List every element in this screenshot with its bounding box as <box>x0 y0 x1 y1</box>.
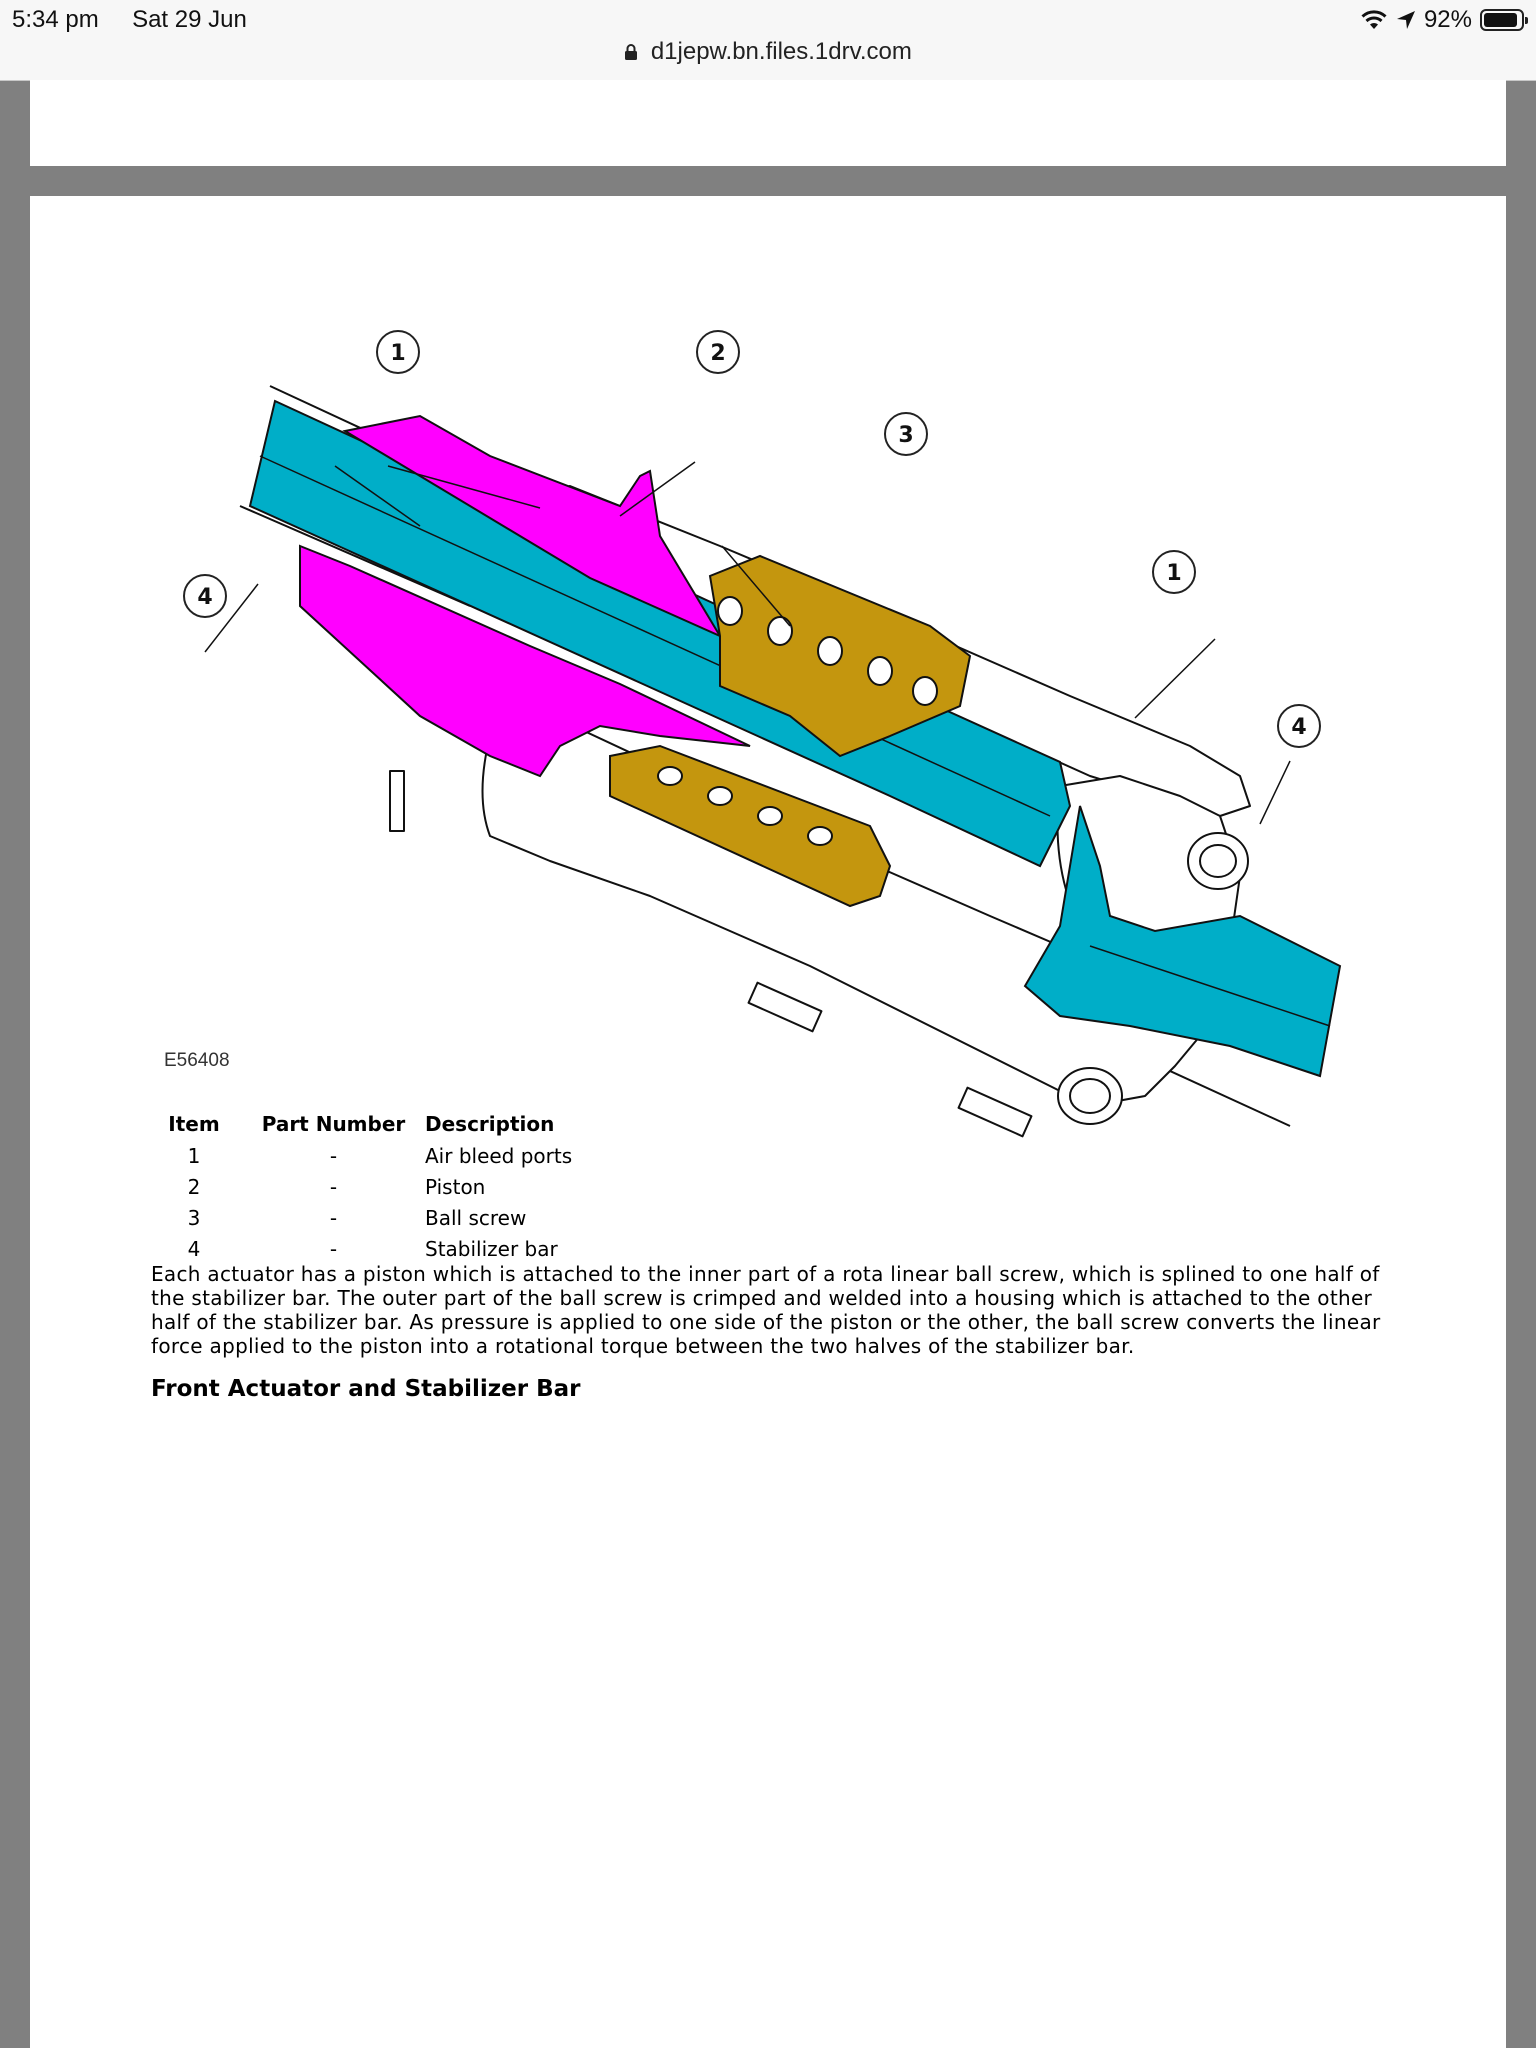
callout-label: 1 <box>390 341 405 366</box>
bolt-lower-head <box>1069 1078 1111 1114</box>
row-item: 3 <box>187 1205 201 1230</box>
parts-table-header: Item Part Number Description <box>146 1108 825 1140</box>
housing-slot <box>389 770 405 832</box>
callout-circle <box>376 330 420 374</box>
callout-label: 2 <box>710 341 725 366</box>
housing-slot <box>957 1086 1033 1138</box>
row-description: Piston <box>425 1174 486 1199</box>
callout-label: 4 <box>197 585 212 610</box>
status-clock: 5:34 pm <box>12 6 99 33</box>
table-row: 4 - Stabilizer bar <box>146 1233 825 1264</box>
row-item: 1 <box>187 1143 201 1168</box>
table-row: 1 - Air bleed ports <box>146 1140 825 1171</box>
actuator-cutaway-diagram <box>204 385 1342 1138</box>
row-description: Stabilizer bar <box>425 1236 558 1261</box>
callout-circle <box>1277 704 1321 748</box>
bolt-upper <box>1187 832 1249 890</box>
location-arrow-icon <box>1396 11 1415 29</box>
piston <box>342 414 723 639</box>
table-row: 3 - Ball screw <box>146 1202 825 1233</box>
battery-percent: 92% <box>1423 6 1472 33</box>
row-part-number: - <box>329 1174 338 1199</box>
status-indicators: 92% <box>1360 4 1528 36</box>
lock-icon <box>625 44 638 60</box>
stabilizer-bar-right <box>1023 805 1342 1078</box>
row-part-number: - <box>329 1143 338 1168</box>
header-description: Description <box>425 1112 555 1136</box>
previous-page <box>30 80 1506 166</box>
housing-slot <box>747 981 823 1033</box>
ball-screw-balls <box>657 596 938 846</box>
bolt-upper-head <box>1199 844 1237 878</box>
address-bar[interactable]: d1jepw.bn.files.1drv.com <box>0 38 1536 66</box>
callout-label: 1 <box>1166 561 1181 586</box>
row-description: Air bleed ports <box>425 1143 573 1168</box>
table-row: 2 - Piston <box>146 1171 825 1202</box>
callout-circle <box>183 574 227 618</box>
parts-table: Item Part Number Description 1 - Air ble… <box>146 1108 825 1264</box>
row-description: Ball screw <box>425 1205 527 1230</box>
bolt-lower <box>1057 1067 1123 1125</box>
callout-label: 3 <box>898 423 913 448</box>
description-paragraph: Each actuator has a piston which is atta… <box>151 1262 1381 1358</box>
status-time: 5:34 pm Sat 29 Jun <box>12 6 247 34</box>
header-part-number: Part Number <box>261 1112 406 1136</box>
wifi-icon <box>1361 10 1387 29</box>
section-heading: Front Actuator and Stabilizer Bar <box>151 1376 581 1402</box>
ball-screw-lower <box>609 744 892 908</box>
piston-lower <box>299 544 751 778</box>
status-date: Sat 29 Jun <box>132 6 247 33</box>
url-text: d1jepw.bn.files.1drv.com <box>650 38 912 65</box>
callout-circle <box>884 412 928 456</box>
browser-bar: 5:34 pm Sat 29 Jun 92% d1jepw.bn.files.1… <box>0 0 1536 81</box>
figure-id: E56408 <box>164 1050 230 1071</box>
battery-icon <box>1480 9 1528 31</box>
row-item: 4 <box>187 1236 201 1261</box>
callout-layer: 1 2 3 1 4 4 <box>183 330 1321 748</box>
header-item: Item <box>168 1112 220 1136</box>
callout-circle <box>696 330 740 374</box>
callout-label: 4 <box>1291 715 1306 740</box>
row-part-number: - <box>329 1236 338 1261</box>
battery-fill <box>1484 13 1518 27</box>
row-part-number: - <box>329 1205 338 1230</box>
document-page: 1 2 3 1 4 4 E56408 Item Part Number Descripti… <box>30 196 1506 2048</box>
callout-circle <box>1152 550 1196 594</box>
row-item: 2 <box>187 1174 201 1199</box>
